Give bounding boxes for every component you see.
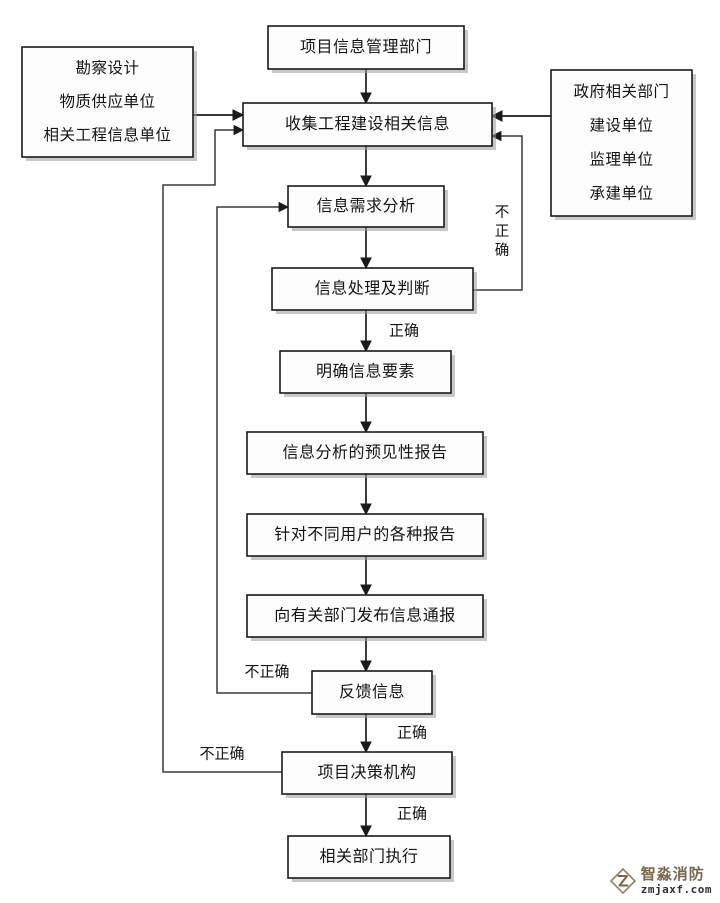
edge-label-correct-feedback: 正确 <box>397 724 427 742</box>
node-box-elements <box>279 350 452 394</box>
edge-label-incorrect-feedback: 不正确 <box>244 663 289 681</box>
edge-process-incorrect-to-collect <box>473 130 523 291</box>
node-label: 项目信息管理部门 <box>300 37 432 56</box>
watermark-text: 智淼消防 zmjaxf.com <box>640 865 712 896</box>
node-report: 信息分析的预见性报告 <box>246 431 487 478</box>
node-label: 项目决策机构 <box>317 763 416 782</box>
edge-feedback-incorrect-to-demand <box>216 201 312 694</box>
node-box-publish <box>246 594 484 638</box>
edges-layer <box>162 69 551 838</box>
node-label: 承建单位 <box>589 185 653 203</box>
node-elements: 明确信息要素 <box>279 350 455 397</box>
node-label: 信息处理及判断 <box>315 279 431 298</box>
node-feedback: 反馈信息 <box>311 670 436 718</box>
node-publish: 向有关部门发布信息通报 <box>246 594 487 641</box>
edge-label-incorrect-right-c1: 不 <box>495 205 510 221</box>
node-decision: 项目决策机构 <box>281 751 456 798</box>
node-box-collect <box>242 102 493 147</box>
node-execute: 相关部门执行 <box>287 835 454 882</box>
edge-label-correct-process: 正确 <box>389 322 419 340</box>
edge-labels-layer: 不 正 确 正确 不正确 正确 不正确 正确 <box>199 205 509 823</box>
edge-label-correct-decision: 正确 <box>397 805 427 823</box>
node-box-process <box>271 267 474 311</box>
node-demand: 信息需求分析 <box>287 185 448 231</box>
edge-label-incorrect-right-c2: 正 <box>495 224 510 240</box>
node-info_dept: 项目信息管理部门 <box>267 25 468 73</box>
brand-url: zmjaxf.com <box>640 883 712 896</box>
node-collect: 收集工程建设相关信息 <box>242 102 496 150</box>
node-label: 相关部门执行 <box>319 847 418 866</box>
node-label: 相关工程信息单位 <box>43 126 171 144</box>
edge-label-incorrect-decision: 不正确 <box>199 745 244 763</box>
node-label: 向有关部门发布信息通报 <box>274 606 456 625</box>
brand-logo-icon <box>609 868 636 894</box>
edge-decision-incorrect-to-collect <box>162 124 282 773</box>
watermark: 智淼消防 zmjaxf.com <box>609 865 712 896</box>
node-process: 信息处理及判断 <box>271 267 477 314</box>
node-label: 收集工程建设相关信息 <box>285 114 450 133</box>
node-label: 信息分析的预见性报告 <box>282 443 447 462</box>
node-box-execute <box>287 835 451 879</box>
node-box-userreport <box>246 513 484 557</box>
node-label: 物质供应单位 <box>59 92 155 111</box>
node-box-feedback <box>311 670 433 715</box>
node-label: 反馈信息 <box>339 682 405 701</box>
edge-label-incorrect-right: 不 正 确 <box>495 205 510 259</box>
node-label: 明确信息要素 <box>316 362 415 381</box>
node-label: 信息需求分析 <box>316 196 415 215</box>
node-userreport: 针对不同用户的各种报告 <box>246 513 487 560</box>
node-label: 政府相关部门 <box>573 83 669 101</box>
node-label: 针对不同用户的各种报告 <box>274 525 456 544</box>
edge-label-incorrect-right-c3: 确 <box>495 242 510 259</box>
brand-name-cn: 智淼消防 <box>640 865 705 883</box>
node-box-info_dept <box>267 25 465 70</box>
node-box-sources_left <box>21 46 194 158</box>
node-box-decision <box>281 751 453 795</box>
node-label: 勘察设计 <box>75 59 139 77</box>
node-label: 建设单位 <box>589 117 653 135</box>
node-box-demand <box>287 185 445 228</box>
node-label: 监理单位 <box>589 151 653 169</box>
node-box-report <box>246 431 484 475</box>
node-box-sources_right <box>550 69 693 217</box>
